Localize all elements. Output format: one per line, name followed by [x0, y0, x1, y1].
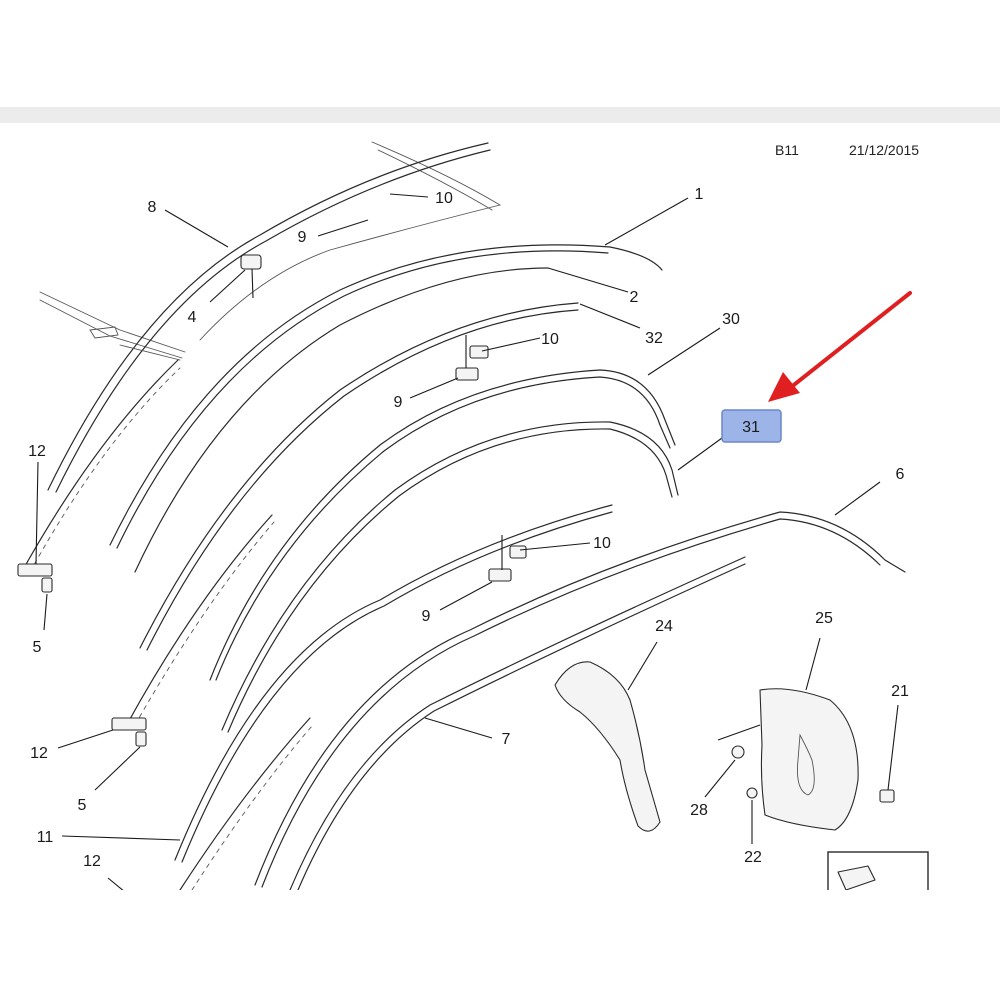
callout-4: 4 — [188, 309, 197, 326]
callout-12b: 12 — [30, 745, 48, 762]
molding-part-30 — [209, 369, 676, 681]
callout-10c: 10 — [593, 535, 611, 552]
callout-24: 24 — [655, 618, 673, 635]
callout-11: 11 — [37, 829, 54, 846]
callout-10b: 10 — [541, 331, 559, 348]
roof-rail-part-8 — [47, 142, 491, 493]
molding-lower-rail — [174, 504, 613, 863]
top-band — [0, 107, 1000, 123]
callout-9c: 9 — [422, 608, 431, 625]
callout-7: 7 — [502, 731, 511, 748]
callout-1: 1 — [695, 186, 704, 203]
callout-21: 21 — [891, 683, 909, 700]
callout-32: 32 — [645, 330, 663, 347]
sheet-date: 21/12/2015 — [849, 142, 920, 158]
highlight-arrow — [768, 291, 912, 402]
bracket-part-24 — [554, 661, 661, 832]
callout-28: 28 — [690, 802, 708, 819]
leader-lines — [35, 193, 899, 890]
molding-part-2 — [134, 267, 549, 573]
callout-31-label: 31 — [742, 419, 760, 436]
clip-parts-12-5 — [17, 563, 147, 747]
callout-22: 22 — [744, 849, 762, 866]
callout-25: 25 — [815, 610, 833, 627]
weatherstrip-seal — [19, 359, 313, 890]
callout-5b: 5 — [78, 797, 87, 814]
clip-part-4 — [240, 254, 262, 299]
roof-panel — [39, 141, 502, 359]
sheet-code: B11 — [775, 142, 799, 158]
callout-9b: 9 — [394, 394, 403, 411]
callout-31-highlighted: 31 — [721, 409, 782, 443]
callout-12a: 12 — [28, 443, 46, 460]
detail-inset — [827, 851, 929, 890]
callout-5a: 5 — [33, 639, 42, 656]
callout-30: 30 — [722, 311, 740, 328]
fasteners-21-22-28 — [731, 745, 895, 803]
molding-part-32 — [139, 302, 579, 651]
molding-part-31 — [221, 421, 679, 731]
molding-part-6 — [254, 511, 906, 886]
molding-part-1 — [109, 244, 663, 546]
callout-6: 6 — [896, 466, 905, 483]
cover-part-25 — [759, 688, 859, 831]
callout-9a: 9 — [298, 229, 307, 246]
callout-2: 2 — [630, 289, 639, 306]
molding-part-7 — [289, 556, 746, 890]
callout-8: 8 — [148, 199, 157, 216]
callout-12c: 12 — [83, 853, 101, 870]
callout-10a: 10 — [435, 190, 453, 207]
